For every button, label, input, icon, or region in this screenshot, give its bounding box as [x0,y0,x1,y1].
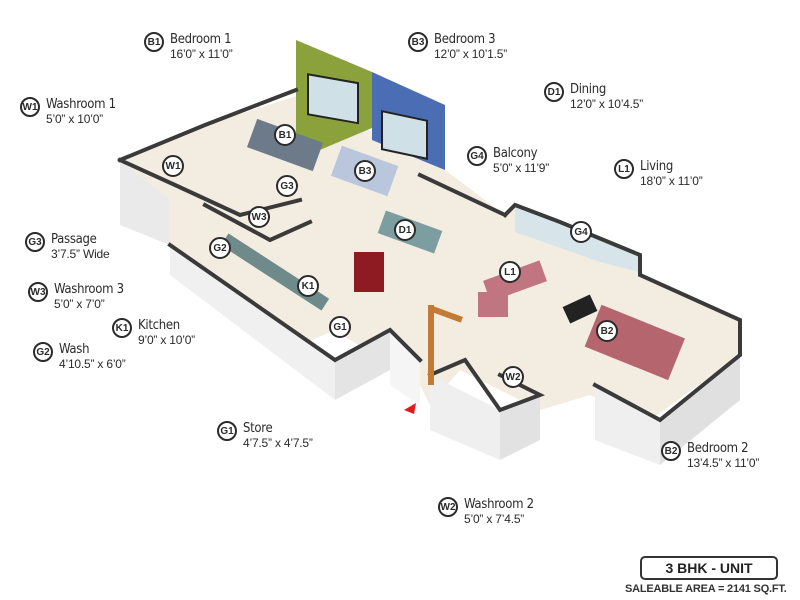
room-code-badge: G1 [217,421,237,441]
room-size: 4’10.5” x 6’0” [59,357,126,371]
wall-face-w2 [430,375,500,460]
room-size: 18’0” x 11’0” [640,174,703,188]
plan-marker-b3: B3 [354,160,376,182]
room-name: Bedroom 3 [434,32,496,47]
room-name: Balcony [493,146,538,161]
room-size: 5’0” x 7’4.5” [464,512,525,526]
room-name: Wash [59,342,90,357]
bedroom3-window [381,109,428,160]
wall-face-west [120,160,170,245]
wall-face-w2b [500,395,540,460]
room-size: 3’7.5” Wide [51,247,110,261]
room-size: 12’0” x 10’1.5” [434,47,508,61]
plan-marker-d1: D1 [394,219,416,241]
door-frame [427,305,463,323]
wall-top-b2 [502,202,742,423]
room-code-badge: K1 [112,318,132,338]
room-code-badge: G4 [467,146,487,166]
room-size: 5’0” x 7’0” [54,297,105,311]
room-name: Washroom 3 [54,282,124,297]
room-name: Washroom 2 [464,497,534,512]
wall-face-store [335,330,390,400]
room-name: Bedroom 1 [170,32,232,47]
floor-area [120,95,740,420]
sofa-living-2 [478,292,508,317]
plan-marker-w3: W3 [248,206,270,228]
room-code-badge: B1 [144,32,164,52]
bedroom1-window [307,73,359,125]
room-name: Living [640,159,673,174]
room-code-badge: W3 [28,282,48,302]
wall-top-dining [417,172,508,218]
plan-marker-l1: L1 [499,261,521,283]
room-name: Washroom 1 [46,97,116,112]
saleable-area: SALEABLE AREA = 2141 SQ.FT. [625,583,787,595]
room-size: 5’0” x 11’9” [493,161,550,175]
room-code-badge: B2 [661,441,681,461]
plan-marker-g4: G4 [570,221,592,243]
plan-marker-b2: B2 [596,320,618,342]
room-name: Kitchen [138,318,180,333]
room-code-badge: L1 [614,159,634,179]
plan-marker-w1: W1 [162,155,184,177]
wall-top-outline [117,87,299,163]
room-size: 4’7.5” x 4’7.5” [243,436,313,450]
door-main [428,305,434,385]
room-code-badge: G2 [33,342,53,362]
plan-marker-g2: G2 [209,237,231,259]
fridge [354,252,384,292]
plan-marker-b1: B1 [274,124,296,146]
plan-marker-k1: K1 [297,275,319,297]
room-size: 5’0” x 10’0” [46,112,103,126]
wall-top-kitchen [167,242,423,363]
room-code-badge: D1 [544,82,564,102]
wall-top-w2 [427,357,545,413]
plan-marker-g3: G3 [276,175,298,197]
room-name: Store [243,421,273,436]
plan-marker-w2: W2 [502,366,524,388]
room-size: 12’0” x 10’4.5” [570,97,644,111]
room-name: Passage [51,232,97,247]
wall-face-entry [390,330,420,405]
tv-unit [562,294,598,324]
room-code-badge: B3 [408,32,428,52]
room-code-badge: W2 [438,497,458,517]
room-size: 9’0” x 10’0” [138,333,195,347]
wall-face-b2 [595,385,660,465]
room-name: Bedroom 2 [687,441,749,456]
wall-face-kitchen [170,245,335,400]
unit-type-box: 3 BHK - UNIT [640,556,778,580]
room-size: 13’4.5” x 11’0” [687,456,760,470]
plan-marker-g1: G1 [329,316,351,338]
entry-arrow [404,403,416,414]
room-size: 16’0” x 11’0” [170,47,233,61]
wall-top-w1 [117,157,303,218]
room-code-badge: W1 [20,97,40,117]
room-name: Dining [570,82,606,97]
room-code-badge: G3 [25,232,45,252]
wall-face-b2b [660,355,740,465]
wall-top-w3 [202,202,313,243]
